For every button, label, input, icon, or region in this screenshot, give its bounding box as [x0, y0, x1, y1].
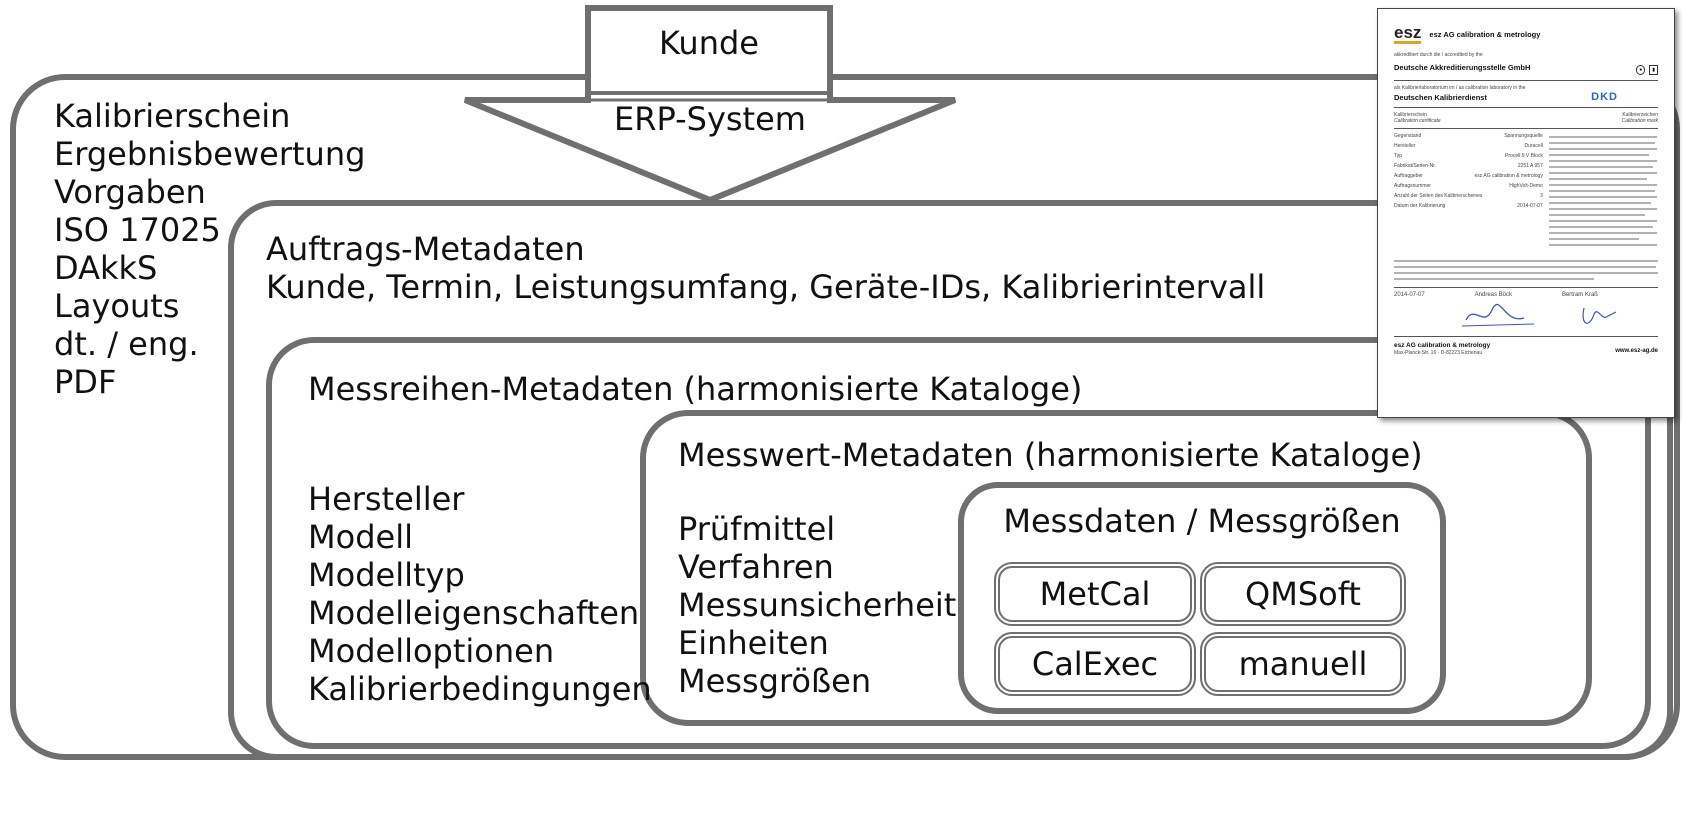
messwert-item: Messunsicherheit	[678, 586, 957, 624]
cert-signer-right: Bertram Kraß	[1561, 292, 1598, 298]
messreihen-item: Kalibrierbedingungen	[308, 670, 652, 708]
auftrags-title: Auftrags-Metadaten	[266, 230, 585, 268]
messwert-title: Messwert-Metadaten (harmonisierte Katalo…	[678, 436, 1423, 474]
source-metcal: MetCal	[994, 562, 1196, 626]
messreihen-item: Modell	[308, 518, 413, 556]
messreihen-item: Modelleigenschaften	[308, 594, 640, 632]
calibration-certificate-image: esz esz AG calibration & metrology akkre…	[1377, 8, 1675, 418]
messwert-list: Prüfmittel Verfahren Messunsicherheit Ei…	[678, 510, 956, 700]
outer-item: Kalibrierschein	[54, 97, 291, 135]
kunde-label: Kunde	[659, 24, 759, 62]
ilac-logo-icon: ●	[1636, 65, 1646, 75]
cert-mark-label: Kalibrierzeichen	[1622, 112, 1658, 118]
messwert-item: Verfahren	[678, 548, 834, 586]
messdaten-title: Messdaten / Messgrößen	[1003, 502, 1401, 540]
messreihen-list: Hersteller Modell Modelltyp Modelleigens…	[308, 480, 652, 708]
outer-item: Vorgaben	[54, 173, 206, 211]
cert-paragraph-lines	[1394, 260, 1658, 280]
messwert-item: Einheiten	[678, 624, 829, 662]
cert-mark-label-en: Calibration mark	[1621, 118, 1658, 124]
messreihen-item: Modelltyp	[308, 556, 465, 594]
outer-item: dt. / eng.	[54, 325, 199, 363]
messwert-item: Prüfmittel	[678, 510, 836, 548]
outer-item: ISO 17025	[54, 211, 221, 249]
source-manuell: manuell	[1200, 632, 1406, 696]
messreihen-item: Hersteller	[308, 480, 465, 518]
cert-dakks-name: Deutsche Akkreditierungsstelle GmbH	[1394, 62, 1531, 72]
cert-accredited-by: akkreditiert durch die / accredited by t…	[1394, 52, 1483, 58]
erp-label: ERP-System	[614, 100, 806, 138]
cert-field-row: Fabrikat/Serien-Nr.2251 A 957	[1394, 163, 1543, 169]
outer-item: Layouts	[54, 287, 180, 325]
signature-icon	[1461, 303, 1617, 327]
dkd-logo: DKD	[1591, 91, 1618, 103]
cert-footer-web: www.esz-ag.de	[1615, 348, 1658, 354]
outer-item: PDF	[54, 363, 117, 401]
messreihen-item: Modelloptionen	[308, 632, 555, 670]
source-calexec: CalExec	[994, 632, 1196, 696]
cert-sign-date: 2014-07-07	[1394, 292, 1425, 298]
cert-dkd-name: Deutschen Kalibrierdienst	[1394, 92, 1487, 102]
cert-doc-label: Kalibrierschein	[1394, 112, 1427, 118]
source-qmsoft: QMSoft	[1200, 562, 1406, 626]
messreihen-title: Messreihen-Metadaten (harmonisierte Kata…	[308, 370, 1083, 408]
cert-company: esz AG calibration & metrology	[1429, 30, 1541, 39]
cert-footer-address: Max-Planck-Str. 16 · D-82223 Eichenau	[1394, 350, 1483, 356]
cert-doc-label-en: Calibration certificate	[1394, 118, 1441, 124]
cert-footer-company: esz AG calibration & metrology	[1394, 342, 1491, 349]
dakks-logo-icon: ▮	[1649, 65, 1658, 75]
auftrags-subtitle: Kunde, Termin, Leistungsumfang, Geräte-I…	[266, 268, 1266, 306]
outer-list: Kalibrierschein Ergebnisbewertung Vorgab…	[54, 97, 365, 401]
esz-logo-icon: esz	[1394, 23, 1422, 44]
outer-item: Ergebnisbewertung	[54, 135, 366, 173]
cert-lab-line: als Kalibrierlaboratorium im / as calibr…	[1394, 85, 1526, 91]
cert-body-text-lines	[1548, 136, 1657, 246]
outer-item: DAkkS	[54, 249, 158, 287]
cert-signer-left: Andreas Böck	[1474, 292, 1513, 298]
messwert-item: Messgrößen	[678, 662, 872, 700]
